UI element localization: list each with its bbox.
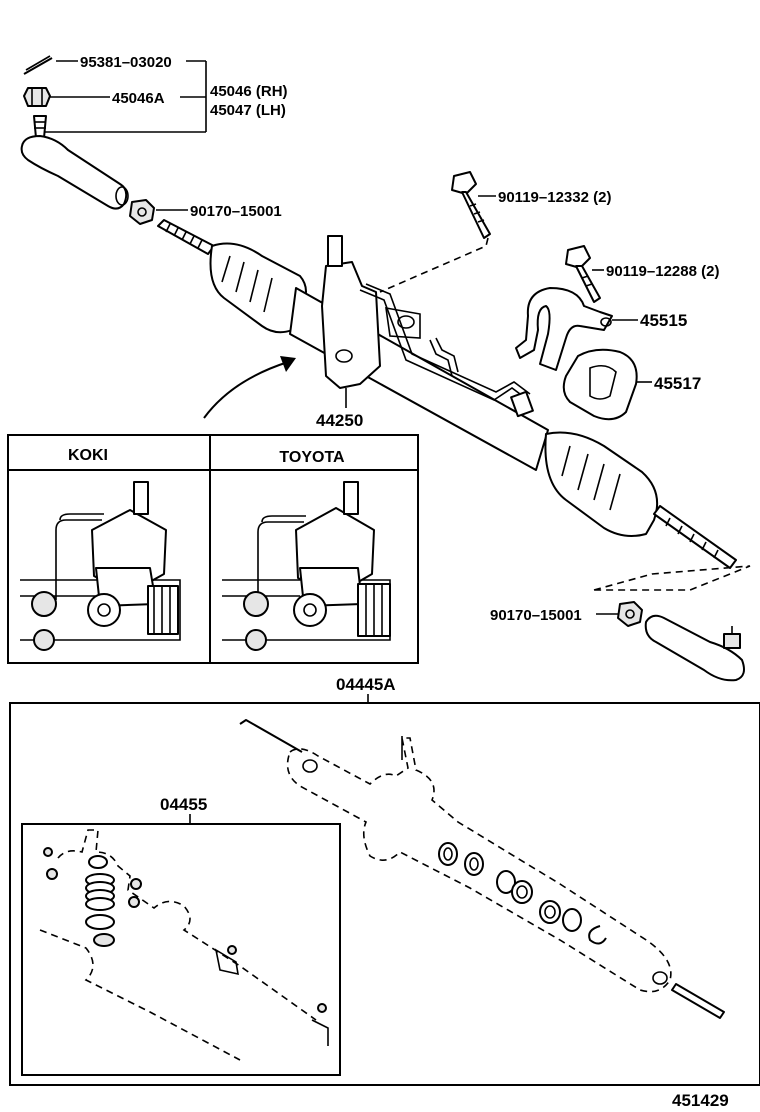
castle-nut-icon xyxy=(23,87,51,107)
part-number-bolt-1: 90119–12332 (2) xyxy=(498,189,611,206)
part-number-pin: 95381–03020 xyxy=(80,54,172,71)
diagram-number: 451429 xyxy=(672,1091,729,1110)
spring-icon xyxy=(85,873,115,947)
variant-box: KOKI TOYOTA xyxy=(7,434,419,664)
tie-rod-end-icon xyxy=(644,614,745,682)
tie-rod-end-icon xyxy=(20,115,129,210)
bolt-icon xyxy=(565,245,601,303)
part-number-kit-inner: 04455 xyxy=(160,795,207,814)
grommet-icon xyxy=(562,348,638,421)
part-number-gear-assy: 44250 xyxy=(316,411,363,430)
seal-ring-icon xyxy=(438,842,607,945)
part-number-bracket: 45515 xyxy=(640,311,687,330)
part-number-nut-right: 90170–15001 xyxy=(490,607,582,624)
dashed-guide xyxy=(593,565,751,591)
kit-outer-frame xyxy=(9,702,760,1086)
pinion-seal-kit-outline xyxy=(39,829,329,1061)
part-number-nut-left: 90170–15001 xyxy=(190,203,282,220)
rack-and-pinion-assembly xyxy=(157,219,737,569)
bolt-icon xyxy=(451,171,491,239)
part-number-tie-rod-end-lh: 45047 (LH) xyxy=(210,102,286,119)
arrow-icon xyxy=(203,356,296,419)
part-number-kit-outer: 04445A xyxy=(336,675,396,694)
dashed-guide xyxy=(379,237,489,293)
variant-label-toyota: TOYOTA xyxy=(279,449,345,466)
gasket-kit-outline xyxy=(239,719,725,1019)
toyota-pinion-icon xyxy=(222,481,391,651)
part-number-grommet: 45517 xyxy=(654,374,701,393)
kit-inner-frame xyxy=(21,823,341,1076)
cotter-pin-icon xyxy=(23,55,53,75)
part-number-nut-top: 45046A xyxy=(112,90,165,107)
variant-label-koki: KOKI xyxy=(68,447,108,464)
bracket-icon xyxy=(515,287,613,371)
part-number-tie-rod-end-rh: 45046 (RH) xyxy=(210,83,288,100)
koki-pinion-icon xyxy=(20,481,181,651)
hex-nut-icon xyxy=(617,601,643,627)
part-number-bolt-2: 90119–12288 (2) xyxy=(606,263,719,280)
hex-nut-icon xyxy=(129,199,155,225)
